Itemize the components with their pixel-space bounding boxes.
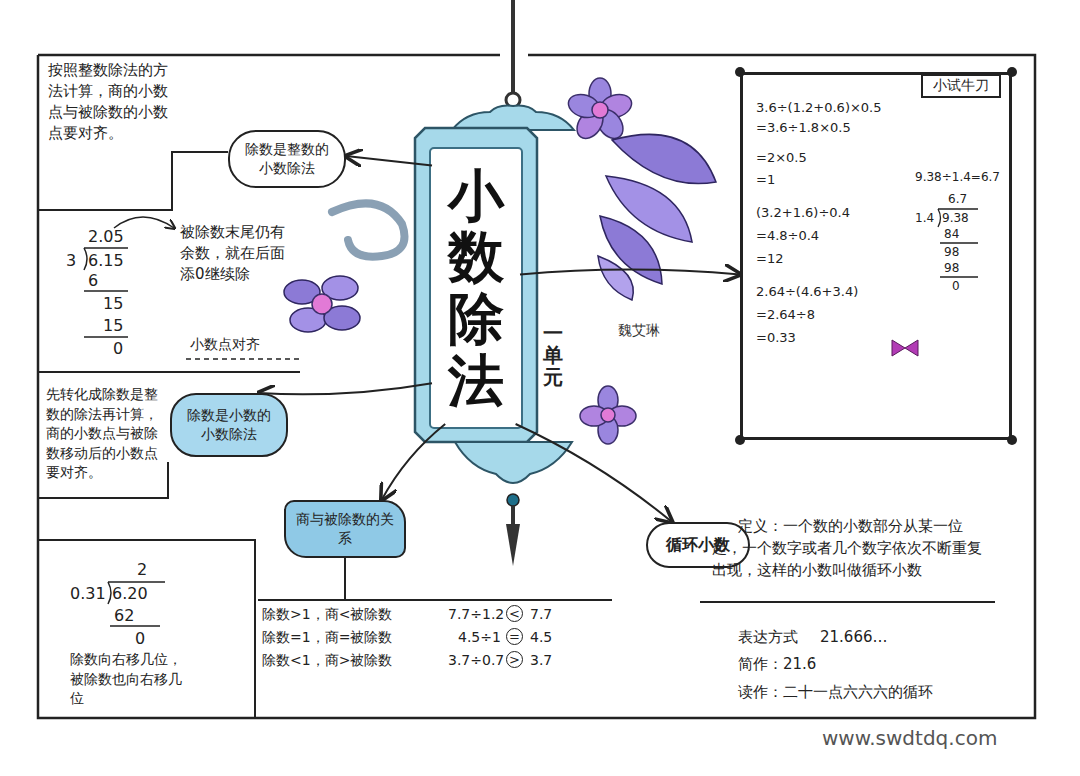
calc-step: (3.2+1.6)÷0.4: [756, 205, 850, 220]
flower-center: [601, 408, 615, 422]
scroll-frame: [415, 128, 537, 442]
step-number: 15: [103, 294, 123, 313]
note-text: 简作：21.6̇: [738, 655, 816, 674]
node-text: 小试牛刀: [921, 74, 1001, 98]
dividend: 6.15: [88, 251, 124, 270]
step-number: 15: [103, 316, 123, 335]
dividend: 6.20: [112, 584, 148, 603]
rule-text: 除数<1，商>被除数: [262, 652, 392, 670]
division-bracket: [108, 582, 165, 626]
scroll-ornament: [452, 106, 574, 130]
circled-sign: <: [506, 605, 523, 622]
branch-arrow: [520, 269, 740, 274]
example-expression: 4.5: [530, 629, 552, 645]
flower: [284, 276, 360, 332]
step-number: 0: [113, 339, 123, 358]
leader-arrow: [114, 217, 174, 228]
divisor: 1.4: [915, 211, 934, 225]
bow: [892, 340, 918, 356]
tassel-bead: [507, 494, 519, 506]
circled-sign: =: [506, 628, 523, 645]
calc-step: =3.6÷1.8×0.5: [756, 120, 851, 135]
note-text: 先转化成除数是整数的除法再计算，商的小数点与被除数移动后的小数点要对齐。: [46, 385, 160, 483]
step-number: 62: [114, 606, 134, 625]
leaf: [598, 256, 633, 300]
example-expression: 7.7÷1.2: [448, 606, 504, 622]
note-text: 除数向右移几位，被除数也向右移几位: [70, 650, 182, 709]
example-expression: 3.7÷0.7: [448, 652, 504, 668]
branch-arrow: [382, 424, 446, 500]
step-number: 84: [944, 227, 959, 241]
divisor: 3: [66, 251, 76, 270]
example-expression: 21.666…: [820, 628, 888, 646]
calc-step: =12: [756, 251, 783, 266]
scroll-inner: [430, 148, 522, 428]
scroll-ornament: [455, 442, 572, 483]
flower-center: [592, 102, 608, 118]
step-number: 98: [944, 261, 959, 275]
calc-step: =2×0.5: [756, 150, 807, 165]
note-text: 表达方式: [738, 628, 798, 647]
step-number: 0: [952, 279, 960, 293]
node-text: 除数是小数的小数除法: [182, 406, 276, 444]
flower: [580, 386, 636, 444]
watermark: www.swdtdq.com: [822, 726, 997, 750]
note-text: 被除数末尾仍有余数，就在后面添0继续除: [180, 222, 298, 285]
calc-step: 9.38÷1.4=6.7: [915, 170, 1000, 184]
note-text: 小数点对齐: [190, 336, 260, 354]
calc-step: =4.8÷0.4: [756, 228, 819, 243]
calc-step: =1: [756, 172, 775, 187]
frame-line: [38, 55, 1035, 718]
dashed-underline: [186, 358, 300, 360]
unit-label: 一单元: [543, 322, 563, 388]
hanging-string: [511, 0, 515, 92]
division-bracket: [84, 248, 128, 337]
topic-cloud: 除数是小数的小数除法: [170, 393, 288, 457]
note-text: 读作：二十一点六六六的循环: [738, 683, 933, 702]
leaf: [612, 134, 716, 183]
node-text: 小数除法: [448, 165, 504, 411]
branch-arrow: [346, 156, 432, 166]
calc-step: =2.64÷8: [756, 307, 815, 322]
calc-step: 2.64÷(4.6+3.4): [756, 284, 858, 299]
flower: [565, 78, 634, 143]
tassel-cord: [511, 506, 515, 525]
rule-text: 除数>1，商<被除数: [262, 606, 392, 624]
definition-text: 定义：一个数的小数部分从某一位起，一个数字或者几个数字依次不断重复出现，这样的小…: [712, 516, 990, 581]
step-number: 98: [944, 245, 959, 259]
example-expression: 4.5÷1: [458, 629, 501, 645]
division-bracket: [938, 209, 978, 277]
dividend: 9.38: [942, 211, 969, 225]
rule-text: 除数=1，商=被除数: [262, 629, 392, 647]
note-text: 按照整数除法的方法计算，商的小数点与被除数的小数点要对齐。: [48, 60, 173, 144]
example-expression: 3.7: [530, 652, 552, 668]
cloud-swirl: [332, 203, 405, 256]
author-signature: 魏艾琳: [618, 322, 660, 340]
circled-sign: >: [506, 651, 523, 668]
quotient: 6.7: [948, 192, 967, 206]
flower-center: [312, 294, 332, 314]
node-text: 商与被除数的关系: [296, 510, 394, 548]
calc-step: 3.6÷(1.2+0.6)×0.5: [756, 100, 882, 115]
branch-arrow: [516, 424, 672, 522]
panel-knob: [1007, 435, 1017, 445]
step-number: 0: [135, 629, 145, 648]
topic-box: 商与被除数的关系: [284, 500, 406, 558]
topic-cloud: 除数是整数的小数除法: [228, 130, 346, 188]
divisor: 0.31: [70, 584, 106, 603]
quotient: 2: [137, 560, 147, 579]
quotient: 2.05: [88, 227, 124, 246]
title-scroll: 小数除法: [432, 152, 520, 424]
node-text: 除数是整数的小数除法: [240, 140, 334, 178]
step-number: 6: [88, 271, 98, 290]
calc-step: =0.33: [756, 330, 796, 345]
example-expression: 7.7: [530, 606, 552, 622]
tassel: [506, 524, 520, 566]
branch-arrow: [259, 383, 433, 394]
